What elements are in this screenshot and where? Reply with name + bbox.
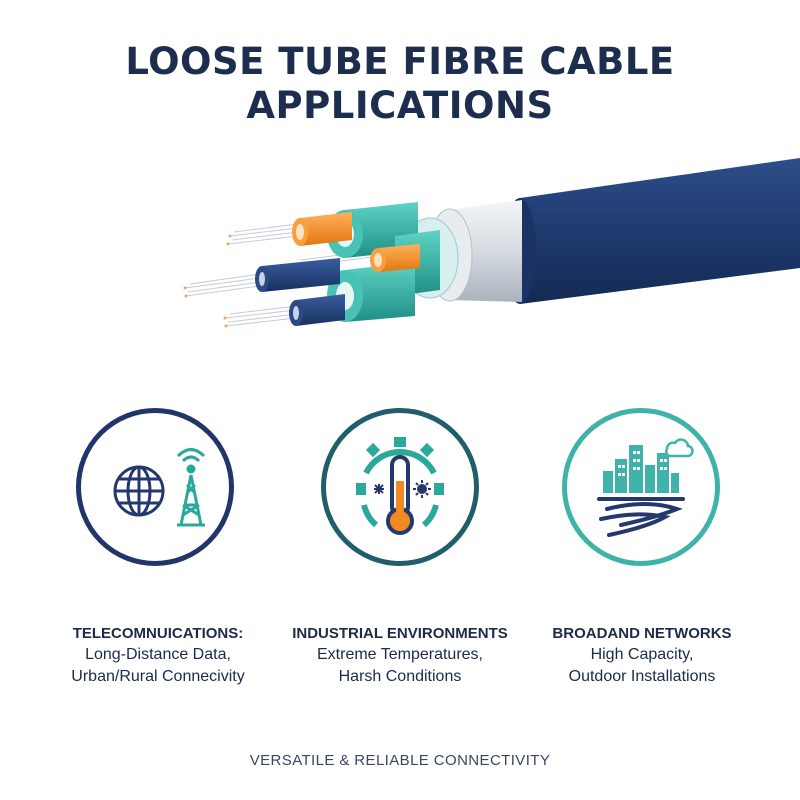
fibre-tips xyxy=(183,234,232,328)
orange-tube-middle xyxy=(378,244,420,272)
application-title: TELECOMNUICATIONS: xyxy=(72,625,244,642)
page-title: LOOSE TUBE FIBRE CABLE APPLICATIONS xyxy=(0,40,800,128)
application-desc-line1: Extreme Temperatures, xyxy=(317,646,483,663)
application-industrial: INDUSTRIAL ENVIRONMENTS Extreme Temperat… xyxy=(280,624,520,688)
title-line-1: LOOSE TUBE FIBRE CABLE xyxy=(125,40,675,83)
application-broadband: BROADAND NETWORKS High Capacity, Outdoor… xyxy=(522,624,762,688)
cloud-icon xyxy=(665,438,694,458)
application-desc-line2: Harsh Conditions xyxy=(338,668,462,685)
footer-tagline: VERSATILE & RELIABLE CONNECTIVITY xyxy=(249,752,551,769)
application-desc-line1: High Capacity, xyxy=(590,646,694,663)
application-desc-line2: Urban/Rural Connecivity xyxy=(71,668,245,685)
city-network-icon xyxy=(597,438,694,537)
cable-jacket xyxy=(520,158,800,304)
sun-icon xyxy=(413,480,431,498)
teal-tube-bottom xyxy=(345,262,415,322)
navy-tube-bottom xyxy=(296,294,345,326)
application-title: INDUSTRIAL ENVIRONMENTS xyxy=(292,625,508,642)
orange-tube-top xyxy=(300,212,352,246)
application-desc-line1: Long-Distance Data, xyxy=(85,646,231,663)
gear-thermometer-icon xyxy=(356,437,444,535)
cable-illustration xyxy=(183,158,800,328)
navy-tube-middle xyxy=(262,258,340,292)
application-desc-line2: Outdoor Installations xyxy=(568,668,716,685)
title-line-2: APPLICATIONS xyxy=(246,84,554,127)
snowflake-icon xyxy=(374,484,384,494)
broadband-icon-circle xyxy=(562,408,720,566)
application-title: BROADAND NETWORKS xyxy=(552,625,732,642)
telecom-icon-circle xyxy=(76,408,234,566)
application-telecom: TELECOMNUICATIONS: Long-Distance Data, U… xyxy=(38,624,278,688)
industrial-icon-circle xyxy=(321,408,479,566)
globe-antenna-icon xyxy=(113,448,206,527)
